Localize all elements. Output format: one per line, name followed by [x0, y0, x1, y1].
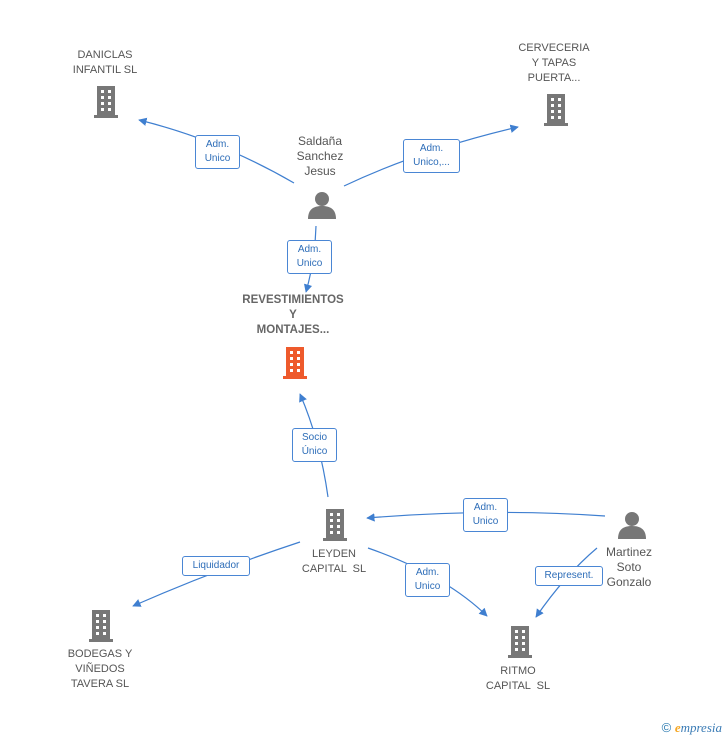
- node-bodegas-line3: TAVERA SL: [70, 678, 130, 690]
- node-leyden[interactable]: LEYDEN CAPITAL SL: [284, 547, 384, 577]
- edges: [132, 117, 606, 618]
- node-revestimientos-line1: REVESTIMIENTOS: [242, 294, 344, 306]
- edge-label-line1: Adm.: [205, 139, 230, 150]
- edge-label-line1: Adm.: [415, 567, 440, 578]
- footer-brand: © empresia: [662, 720, 722, 736]
- edge-label-leyden-ritmo[interactable]: Adm. Unico: [405, 563, 450, 597]
- node-leyden-line1: LEYDEN: [311, 548, 357, 560]
- node-leyden-line2: CAPITAL SL: [301, 563, 367, 575]
- node-martinez-line1: Martinez: [605, 545, 652, 559]
- node-martinez-line3: Gonzalo: [606, 575, 652, 589]
- node-bodegas[interactable]: BODEGAS Y VIÑEDOS TAVERA SL: [50, 647, 150, 692]
- person-icon: [308, 192, 336, 219]
- building-icon: [283, 347, 307, 379]
- edge-label-leyden-bodegas[interactable]: Liquidador: [182, 556, 250, 576]
- person-icon: [618, 512, 646, 539]
- brand-logo-e: e: [674, 720, 681, 735]
- node-saldana-line3: Jesus: [304, 164, 336, 178]
- edge-label-line1: Adm.: [473, 502, 498, 513]
- building-icon: [323, 509, 347, 541]
- node-daniclas-line1: DANICLAS: [77, 49, 133, 61]
- node-revestimientos-line3: MONTAJES...: [256, 324, 330, 336]
- brand-logo-text: mpresia: [680, 720, 722, 735]
- node-daniclas-line2: INFANTIL SL: [72, 64, 138, 76]
- edge-label-line2: Unico: [472, 516, 499, 527]
- node-ritmo-line2: CAPITAL SL: [485, 680, 551, 692]
- edge-label-saldana-daniclas[interactable]: Adm. Unico: [195, 135, 240, 169]
- node-bodegas-line2: VIÑEDOS: [75, 663, 125, 675]
- edge-label-line1: Represent.: [544, 570, 594, 581]
- edge-label-leyden-revest[interactable]: Socio Único: [292, 428, 337, 462]
- node-cerveceria-line2: Y TAPAS: [531, 57, 577, 69]
- edge-label-line2: Único: [301, 446, 328, 457]
- node-saldana-line2: Sanchez: [296, 149, 344, 163]
- node-saldana-line1: Saldaña: [297, 134, 343, 148]
- edge-label-line1: Liquidador: [192, 560, 240, 571]
- edge-label-saldana-revest[interactable]: Adm. Unico: [287, 240, 332, 274]
- node-ritmo-line1: RITMO: [500, 665, 536, 677]
- node-daniclas[interactable]: DANICLAS INFANTIL SL: [55, 48, 155, 78]
- edge-label-saldana-cerveceria[interactable]: Adm. Unico,...: [403, 139, 460, 173]
- node-revestimientos[interactable]: REVESTIMIENTOS Y MONTAJES...: [228, 293, 358, 338]
- copyright-icon: ©: [661, 720, 672, 735]
- building-icon: [508, 626, 532, 658]
- node-martinez[interactable]: Martinez Soto Gonzalo: [594, 545, 664, 590]
- building-icon: [544, 94, 568, 126]
- edge-label-line2: Unico: [414, 581, 441, 592]
- node-cerveceria[interactable]: CERVECERIA Y TAPAS PUERTA...: [503, 41, 605, 86]
- node-cerveceria-line3: PUERTA...: [527, 72, 581, 84]
- edge-label-martinez-ritmo[interactable]: Represent.: [535, 566, 603, 586]
- edge-label-line2: Unico,...: [413, 157, 450, 168]
- node-saldana[interactable]: Saldaña Sanchez Jesus: [280, 134, 360, 179]
- edge-label-martinez-leyden[interactable]: Adm. Unico: [463, 498, 508, 532]
- node-revestimientos-line2: Y: [289, 309, 297, 321]
- node-cerveceria-line1: CERVECERIA: [518, 42, 590, 54]
- edge-label-line2: Unico: [204, 153, 231, 164]
- edge-label-line1: Socio: [301, 432, 327, 443]
- building-icon: [94, 86, 118, 118]
- node-bodegas-line1: BODEGAS Y: [67, 648, 133, 660]
- node-martinez-line2: Soto: [616, 560, 642, 574]
- building-icon: [89, 610, 113, 642]
- edge-label-line2: Unico: [296, 258, 323, 269]
- node-ritmo[interactable]: RITMO CAPITAL SL: [468, 664, 568, 694]
- edge-label-line1: Adm.: [419, 143, 444, 154]
- edge-label-line1: Adm.: [297, 244, 322, 255]
